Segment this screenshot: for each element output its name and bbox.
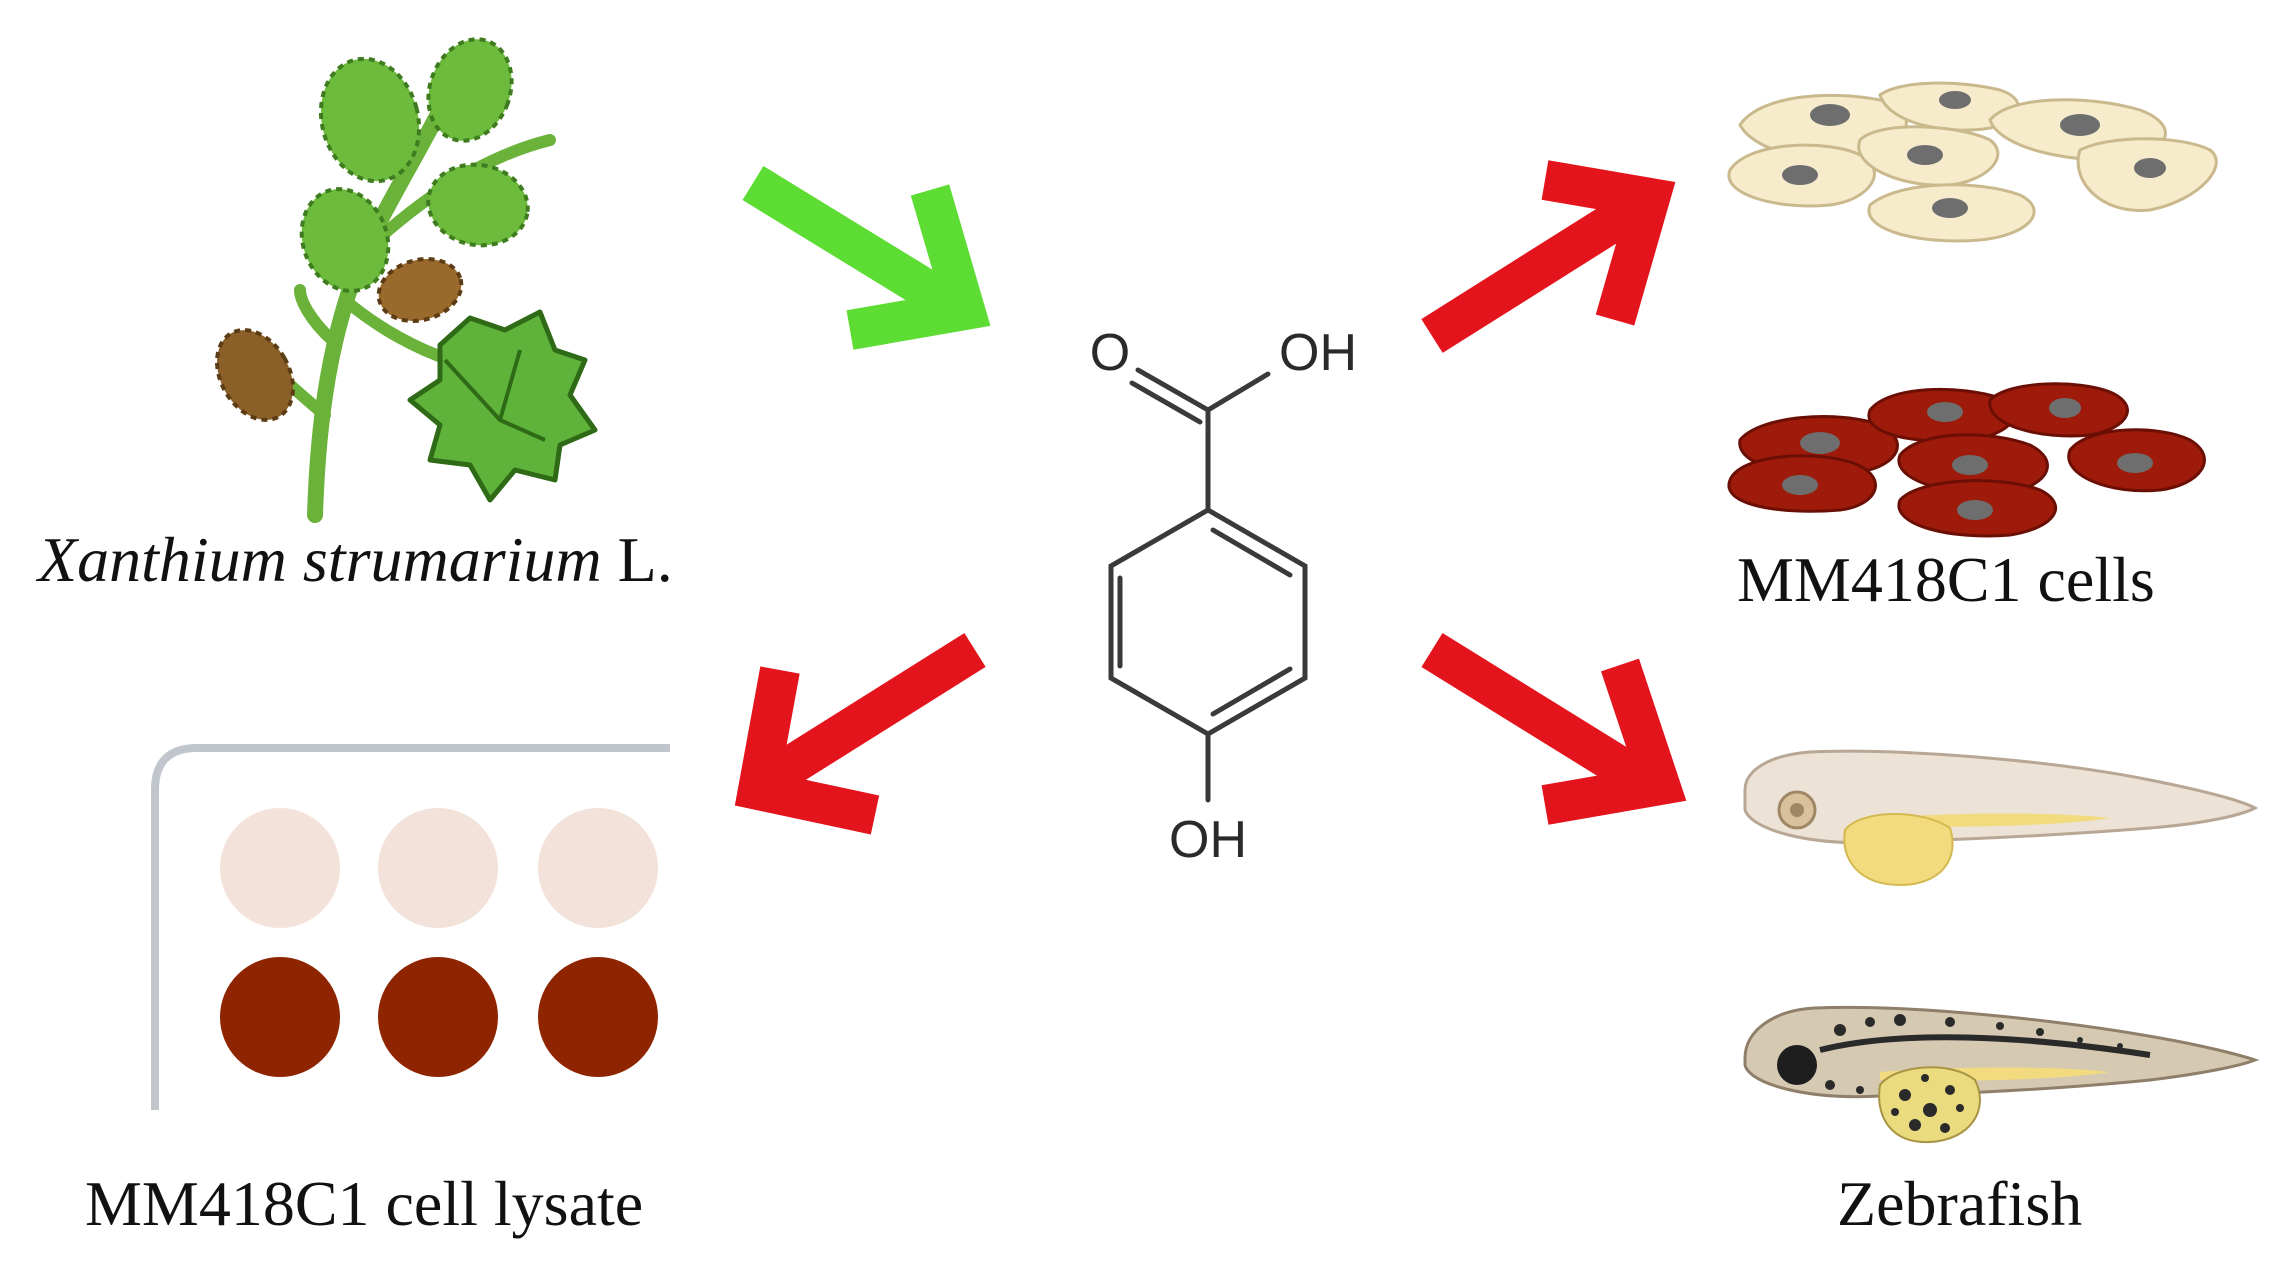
molecule-4-hydroxybenzoic-acid bbox=[1108, 367, 1308, 803]
green-arrow bbox=[742, 165, 991, 350]
red-arrow-to-zebrafish bbox=[1421, 632, 1687, 825]
zebrafish-label: Zebrafish bbox=[1837, 1168, 2083, 1239]
bur-brown-2 bbox=[215, 328, 295, 422]
red-arrow-to-lysate bbox=[734, 633, 986, 835]
bur-green-3 bbox=[299, 187, 391, 293]
plant-label: Xanthium strumarium L. bbox=[38, 528, 673, 592]
plant-icon bbox=[215, 37, 598, 523]
lysate-label: MM418C1 cell lysate bbox=[85, 1168, 644, 1239]
dark-zebrafish-icon bbox=[1743, 1005, 2260, 1144]
cells-label: MM418C1 cells bbox=[1737, 544, 2155, 615]
bur-green-4 bbox=[426, 162, 530, 248]
well-plate-icon bbox=[151, 744, 670, 1110]
light-zebrafish-icon bbox=[1743, 749, 2259, 887]
plant-species-name: Xanthium strumarium bbox=[38, 524, 602, 595]
plant-authority: L. bbox=[617, 524, 673, 595]
bur-green-2 bbox=[426, 37, 514, 143]
phenol-oh-label: OH bbox=[1169, 811, 1247, 869]
dark-cells-icon bbox=[1727, 382, 2206, 538]
bur-brown-1 bbox=[376, 257, 464, 323]
red-arrow-to-cells bbox=[1421, 160, 1676, 353]
bur-green-1 bbox=[318, 56, 422, 184]
light-cells-icon bbox=[1727, 81, 2218, 243]
acid-oh-label: OH bbox=[1279, 324, 1357, 382]
carbonyl-o-label: O bbox=[1090, 324, 1130, 382]
